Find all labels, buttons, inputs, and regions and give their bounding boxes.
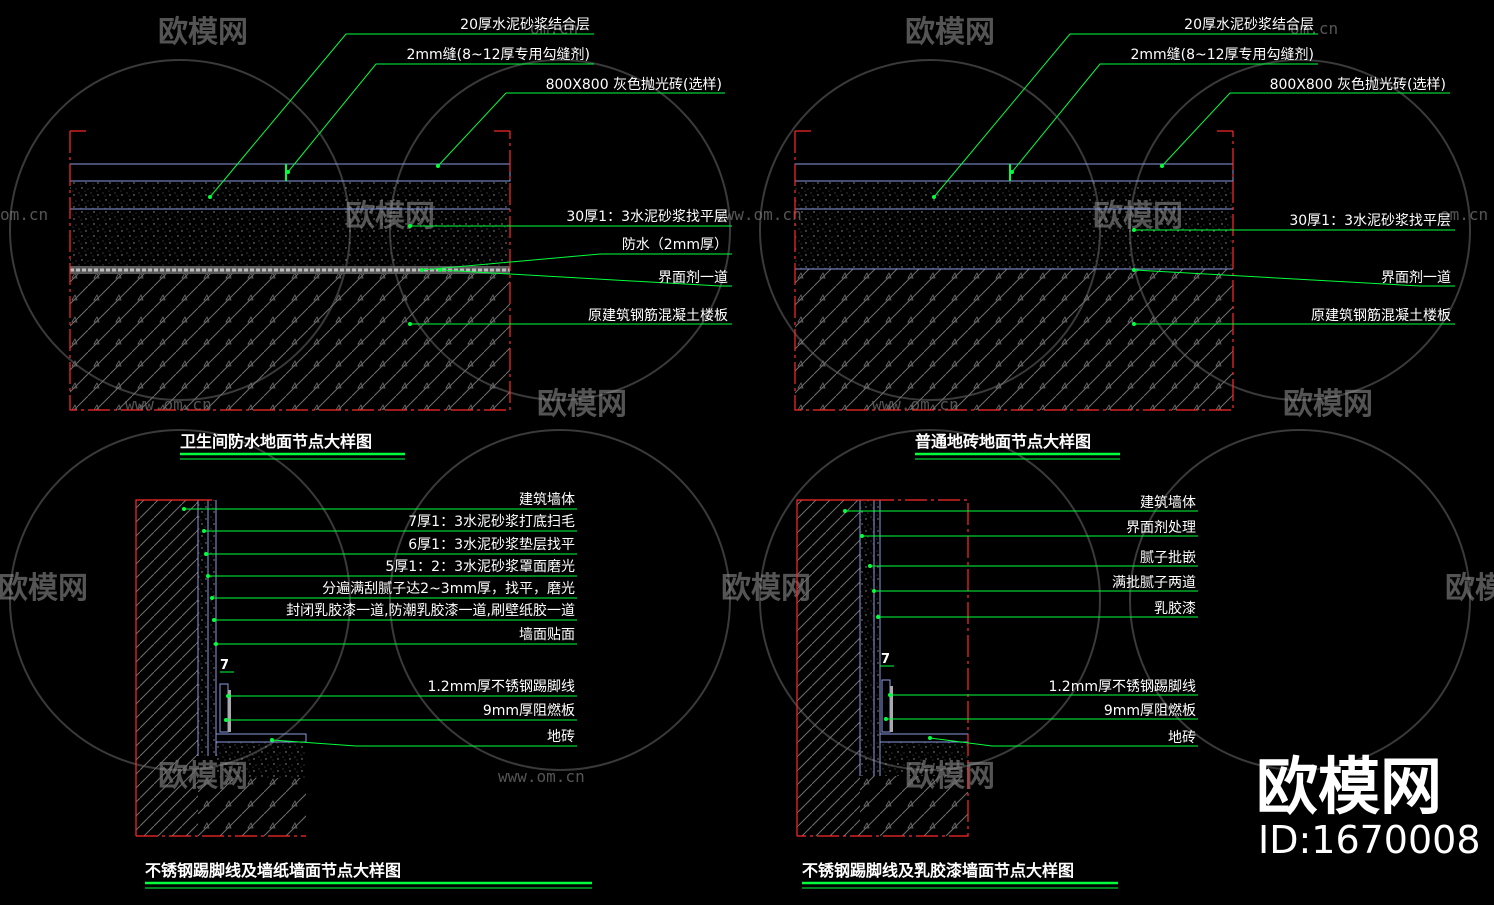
layer-label: 分遍满刮腻子达2~3mm厚，找平，磨光 xyxy=(322,581,575,597)
watermark-url: om.cn xyxy=(1290,19,1338,38)
layer-label: 800X800 灰色抛光砖(选样) xyxy=(546,76,722,93)
watermark-brand: 欧模网 xyxy=(721,571,811,606)
layer-label: 20厚水泥砂浆结合层 xyxy=(460,17,590,33)
layer-label: 界面剂一道 xyxy=(1381,270,1451,286)
layer-label: 800X800 灰色抛光砖(选样) xyxy=(1270,76,1446,93)
watermark-url: om.cn xyxy=(1440,205,1488,224)
layer-label: 防水（2mm厚） xyxy=(622,237,728,253)
layer-label: 地砖 xyxy=(547,729,575,745)
dimension-label: 7 xyxy=(220,658,229,673)
brand-id: ID:1670008 xyxy=(1258,818,1481,862)
watermark-brand: 欧模网 xyxy=(1445,571,1494,606)
brand-logo: 欧模网 xyxy=(1256,750,1442,823)
drawing-title: 不锈钢踢脚线及墙纸墙面节点大样图 xyxy=(145,861,401,880)
layer-label: 1.2mm厚不锈钢踢脚线 xyxy=(427,679,575,695)
layer-label: 9mm厚阻燃板 xyxy=(1104,702,1196,719)
layer-label: 建筑墙体 xyxy=(1140,495,1196,511)
layer-label: 乳胶漆 xyxy=(1154,600,1196,617)
layer-label: 封闭乳胶漆一道,防潮乳胶漆一道,刷壁纸胶一道 xyxy=(286,602,575,619)
layer-label: 满批腻子两道 xyxy=(1112,575,1196,591)
layer-label: 界面剂处理 xyxy=(1126,520,1196,536)
watermark-url: om.cn xyxy=(530,19,578,38)
layer-label: 1.2mm厚不锈钢踢脚线 xyxy=(1048,679,1196,695)
layer-label: 界面剂一道 xyxy=(658,270,728,286)
layer-label: 6厚1：3水泥砂浆垫层找平 xyxy=(408,537,575,553)
drawing-title: 普通地砖地面节点大样图 xyxy=(915,432,1091,451)
layer-label: 建筑墙体 xyxy=(519,492,575,508)
layer-label: 2mm缝(8~12厚专用勾缝剂) xyxy=(1130,47,1314,63)
bathroom-floor-detail: 20厚水泥砂浆结合层 2mm缝(8~12厚专用勾缝剂) 800X800 灰色抛光… xyxy=(69,17,732,460)
drawing-title: 卫生间防水地面节点大样图 xyxy=(180,432,372,451)
layer-label: 原建筑钢筋混凝土楼板 xyxy=(588,307,728,324)
layer-label: 9mm厚阻燃板 xyxy=(483,702,575,719)
latex-paint-wall-detail: 7 建筑墙体 界面剂处理 腻子批嵌 满批腻子两道 乳胶漆 1.2mm厚不锈钢踢脚… xyxy=(796,495,1198,889)
layer-label: 20厚水泥砂浆结合层 xyxy=(1184,17,1314,33)
dimension-label: 7 xyxy=(881,652,890,667)
watermark-brand: 欧模网 xyxy=(158,15,248,50)
layer-label: 5厚1：2：3水泥砂浆罩面磨光 xyxy=(385,559,575,575)
watermark-url: www.om.cn xyxy=(498,767,585,786)
drawing-title: 不锈钢踢脚线及乳胶漆墙面节点大样图 xyxy=(802,861,1074,880)
watermark-url: om.cn xyxy=(0,205,48,224)
watermark-brand: 欧模网 xyxy=(1283,387,1373,422)
watermark-brand: 欧模网 xyxy=(0,571,88,606)
layer-label: 2mm缝(8~12厚专用勾缝剂) xyxy=(406,47,590,63)
ordinary-floor-detail: 20厚水泥砂浆结合层 2mm缝(8~12厚专用勾缝剂) 800X800 灰色抛光… xyxy=(794,17,1455,460)
layer-label: 腻子批嵌 xyxy=(1140,550,1196,566)
layer-label: 原建筑钢筋混凝土楼板 xyxy=(1311,307,1451,324)
watermark-url: www.om.cn xyxy=(715,205,802,224)
layer-label: 30厚1：3水泥砂浆找平层 xyxy=(1289,213,1451,229)
layer-label: 墙面贴面 xyxy=(519,627,575,643)
layer-label: 7厚1：3水泥砂浆打底扫毛 xyxy=(408,513,575,530)
watermark-brand: 欧模网 xyxy=(537,387,627,422)
wallpaper-wall-detail: 7 建筑墙体 7厚1：3水泥砂浆打底扫毛 6厚1：3水泥砂浆垫层找平 5厚1：2… xyxy=(135,492,592,889)
watermark-brand: 欧模网 xyxy=(905,15,995,50)
layer-label: 30厚1：3水泥砂浆找平层 xyxy=(566,209,728,225)
layer-label: 地砖 xyxy=(1168,730,1196,746)
